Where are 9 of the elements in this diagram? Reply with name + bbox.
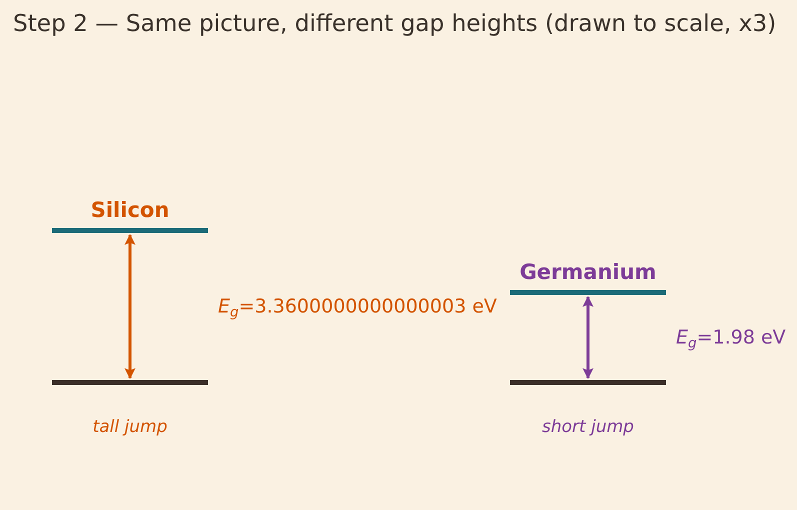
edge-label: E$_{g}$=1.98 eV: [676, 326, 786, 349]
material-name: Silicon: [90, 198, 170, 223]
node-label: tall jump: [92, 417, 168, 438]
edge-label: E$_{g}$=3.3600000000000003 eV: [218, 295, 497, 318]
diagram-title: Step 2 — Same picture, different gap heights (drawn to scale, x3): [13, 9, 776, 39]
node-label: short jump: [542, 417, 634, 438]
double-arrow: [124, 234, 136, 380]
material-name: Germanium: [520, 260, 656, 285]
double-arrow: [582, 296, 594, 380]
